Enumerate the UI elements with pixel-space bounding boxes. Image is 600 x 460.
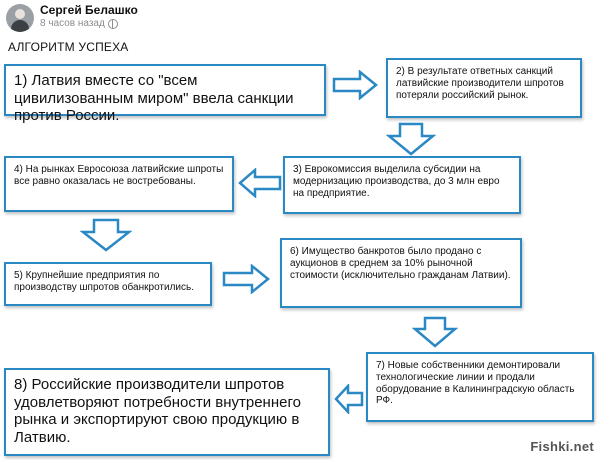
arrow-down-icon	[386, 122, 436, 156]
author-name[interactable]: Сергей Белашко	[40, 3, 138, 17]
step-1-box: 1) Латвия вместе со "всем цивилизованным…	[4, 64, 326, 124]
arrow-right-icon	[332, 70, 378, 100]
step-4-text: 4) На рынках Евросоюза латвийские шпроты…	[14, 164, 224, 187]
avatar[interactable]	[6, 4, 34, 32]
step-8-text: 8) Российские производители шпротов удов…	[14, 376, 301, 447]
globe-icon	[107, 18, 118, 29]
step-8-box: 8) Российские производители шпротов удов…	[4, 368, 330, 456]
step-5-box: 5) Крупнейшие предприятия по производств…	[4, 262, 212, 306]
arrow-left-icon	[238, 168, 282, 198]
step-2-text: 2) В результате ответных санкций латвийс…	[396, 66, 564, 101]
step-3-text: 3) Еврокомиссия выделила субсидии на мод…	[293, 164, 500, 199]
post-header: Сергей Белашко 8 часов назад	[0, 0, 600, 36]
step-4-box: 4) На рынках Евросоюза латвийские шпроты…	[4, 156, 234, 212]
arrow-left-icon	[334, 384, 364, 414]
step-7-box: 7) Новые собственники демонтировали техн…	[366, 352, 594, 422]
step-6-box: 6) Имущество банкротов было продано с ау…	[280, 238, 522, 308]
step-7-text: 7) Новые собственники демонтировали техн…	[376, 360, 575, 407]
step-5-text: 5) Крупнейшие предприятия по производств…	[14, 270, 194, 293]
watermark: Fishki.net	[530, 439, 594, 454]
arrow-right-icon	[222, 264, 270, 294]
arrow-down-icon	[80, 218, 132, 252]
arrow-down-icon	[412, 316, 458, 348]
post-timestamp[interactable]: 8 часов назад	[40, 18, 105, 29]
step-6-text: 6) Имущество банкротов было продано с ау…	[290, 246, 511, 281]
post-time: 8 часов назад	[40, 18, 118, 29]
post-title: АЛГОРИТМ УСПЕХА	[8, 40, 129, 54]
step-2-box: 2) В результате ответных санкций латвийс…	[386, 58, 582, 118]
step-3-box: 3) Еврокомиссия выделила субсидии на мод…	[283, 156, 521, 214]
step-1-text: 1) Латвия вместе со "всем цивилизованным…	[14, 72, 294, 125]
